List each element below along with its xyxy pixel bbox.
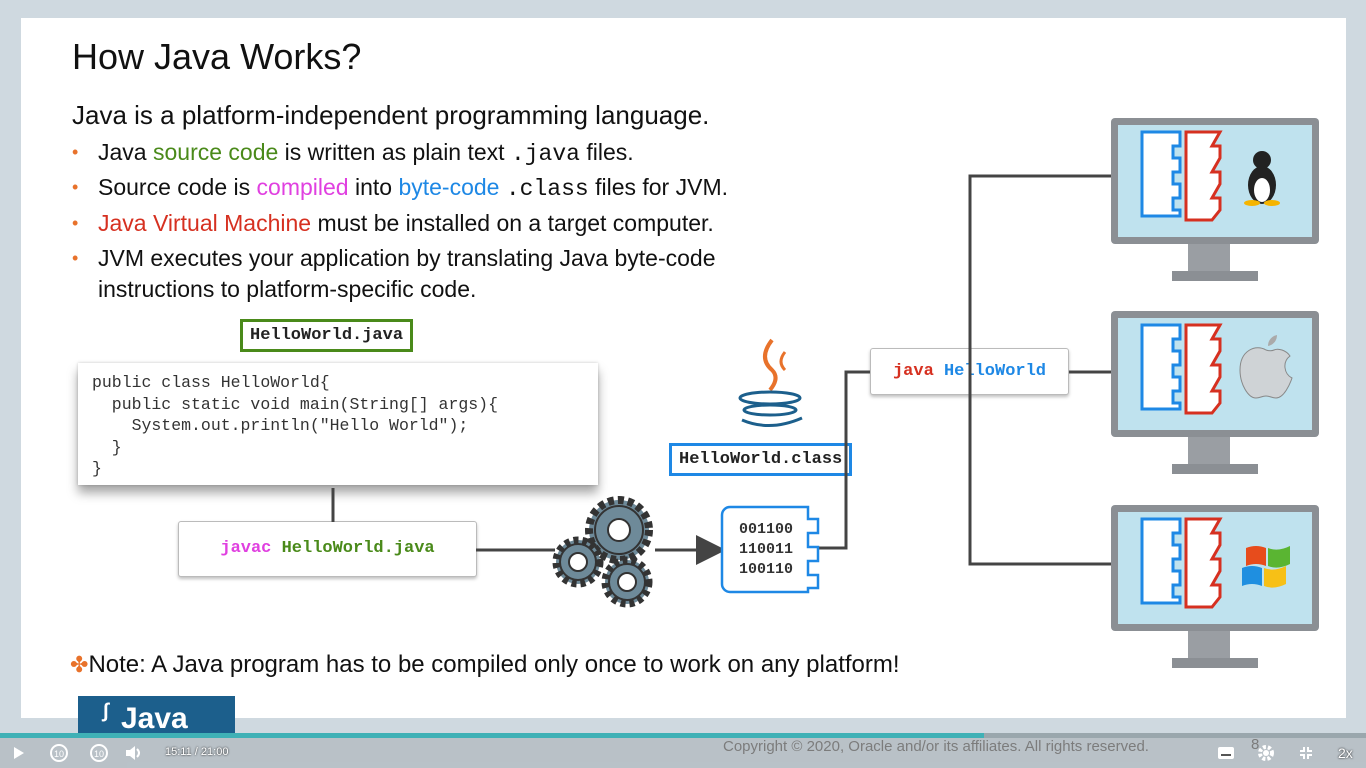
gear-icon bbox=[552, 496, 653, 608]
note-text: ✤Note: A Java program has to be compiled… bbox=[70, 651, 900, 678]
compile-command: javac HelloWorld.java bbox=[178, 521, 477, 577]
source-file-label: HelloWorld.java bbox=[240, 319, 414, 352]
time-display: 15:11 / 21:00 bbox=[165, 746, 229, 758]
playback-speed[interactable]: 2x bbox=[1338, 745, 1353, 761]
exit-fullscreen-button[interactable] bbox=[1294, 738, 1318, 768]
bytecode-line-2: 110011 bbox=[739, 541, 793, 558]
java-logo: ∫ Java bbox=[78, 696, 235, 736]
code-box: public class HelloWorld{ public static v… bbox=[78, 363, 598, 485]
connector-bytecode-to-run bbox=[818, 370, 870, 550]
bullet-1: •Java source code is written as plain te… bbox=[72, 139, 634, 167]
monitor-mac bbox=[1111, 311, 1319, 474]
page-number: 8 bbox=[1251, 736, 1260, 753]
play-icon bbox=[14, 747, 24, 759]
volume-icon bbox=[126, 746, 140, 760]
bullet-4: •JVM executes your application by transl… bbox=[72, 245, 716, 302]
play-button[interactable] bbox=[8, 738, 30, 768]
compile-arg: HelloWorld.java bbox=[281, 539, 435, 558]
bytecode-line-1: 001100 bbox=[739, 521, 793, 538]
compile-keyword: javac bbox=[220, 539, 272, 558]
svg-text:10: 10 bbox=[94, 749, 104, 759]
bytecode-line-3: 100110 bbox=[739, 561, 793, 578]
code-listing: public class HelloWorld{ public static v… bbox=[92, 373, 498, 478]
arrow-run-to-linux bbox=[968, 161, 1148, 372]
progress-bar[interactable] bbox=[0, 733, 1366, 738]
volume-button[interactable] bbox=[122, 738, 146, 768]
captions-icon bbox=[1218, 747, 1234, 759]
bullet-3: •Java Virtual Machine must be installed … bbox=[72, 210, 714, 236]
svg-text:10: 10 bbox=[54, 749, 64, 759]
exit-fullscreen-icon bbox=[1300, 747, 1312, 759]
slide-title: How Java Works? bbox=[72, 36, 362, 77]
forward-button[interactable]: 10 bbox=[86, 738, 112, 768]
class-file-label: HelloWorld.class bbox=[669, 443, 853, 476]
linux-icon bbox=[1244, 151, 1280, 206]
settings-icon bbox=[1258, 745, 1274, 761]
bullet-2: •Source code is compiled into byte-code … bbox=[72, 174, 728, 202]
java-logo-icon bbox=[738, 338, 803, 427]
bytecode-block bbox=[720, 505, 820, 594]
forward-icon: 10 bbox=[90, 744, 108, 762]
monitor-windows bbox=[1111, 505, 1319, 668]
copyright-text: Copyright © 2020, Oracle and/or its affi… bbox=[723, 738, 1149, 755]
java-logo-icon: ∫ bbox=[103, 700, 109, 722]
player-controls bbox=[0, 738, 1366, 768]
intro-text: Java is a platform-independent programmi… bbox=[72, 100, 710, 130]
rewind-button[interactable]: 10 bbox=[46, 738, 72, 768]
rewind-icon: 10 bbox=[50, 744, 68, 762]
progress-fill bbox=[0, 733, 984, 738]
run-keyword: java bbox=[892, 362, 934, 381]
windows-icon bbox=[1242, 546, 1290, 588]
apple-icon bbox=[1239, 335, 1293, 399]
arrow-run-to-windows bbox=[968, 372, 1148, 579]
settings-button[interactable] bbox=[1254, 738, 1278, 768]
captions-button[interactable] bbox=[1214, 738, 1238, 768]
monitor-linux bbox=[1111, 118, 1319, 281]
